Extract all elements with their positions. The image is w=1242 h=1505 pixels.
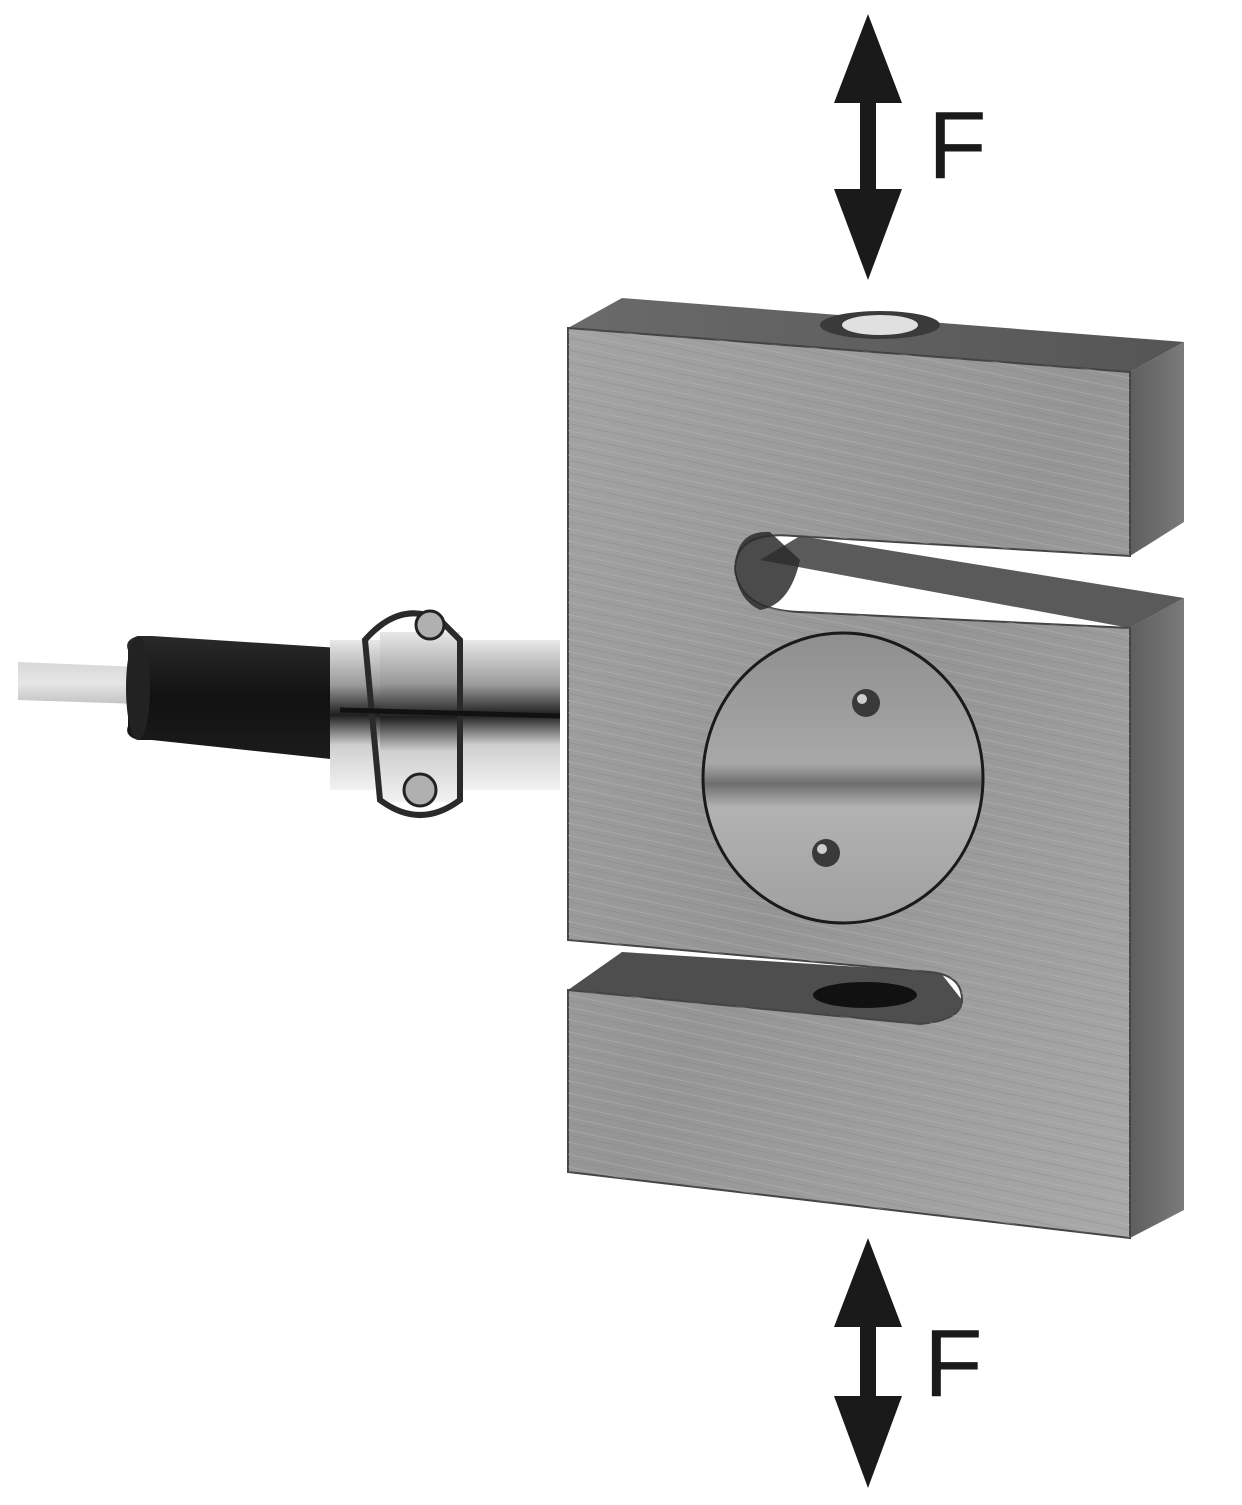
force-label-bottom: F <box>924 1310 983 1417</box>
connector <box>330 609 561 818</box>
cover-screw-top <box>852 689 880 717</box>
bottom-force-arrow-icon <box>834 1238 902 1488</box>
cable <box>18 662 140 704</box>
strain-relief-boot <box>126 636 340 760</box>
bottom-mount-hole <box>813 982 917 1008</box>
top-force-arrow-icon <box>834 14 902 280</box>
cover-screw-bottom <box>812 839 840 867</box>
center-cover-plate <box>701 631 985 925</box>
force-label-top: F <box>928 92 987 199</box>
